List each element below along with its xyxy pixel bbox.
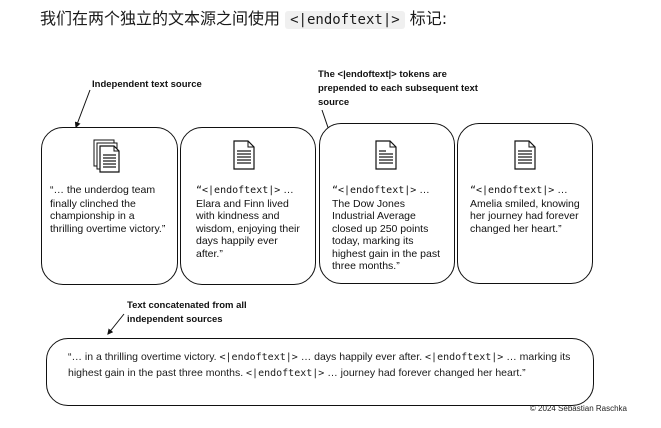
combined-part-3: … marking its highest gain in the past t… [68,351,571,379]
document-icon [375,140,397,170]
annotation-concatenated: Text concatenated from all independent s… [127,300,247,325]
source-text-1: “… the underdog team finally clinched th… [50,184,168,235]
arrow-independent-source [74,89,91,129]
source-text-2: “<|endoftext|> … Elara and Finn lived wi… [196,184,306,260]
source-token-4: “<|endoftext|> [470,185,555,196]
combined-token-1: <|endoftext|> [219,352,298,363]
source-text-3: “<|endoftext|> … The Dow Jones Industria… [332,184,448,273]
source-token-2: “<|endoftext|> [196,185,281,196]
endoftext-token-code: <|endoftext|> [285,11,405,29]
heading-prefix: 我们在两个独立的文本源之间使用 [40,9,281,28]
document-icon [514,140,536,170]
source-token-3: “<|endoftext|> [332,185,417,196]
combined-token-2: <|endoftext|> [425,352,504,363]
source-body-4: … Amelia smiled, knowing her journey had… [470,184,580,235]
source-box-2 [180,127,316,285]
source-body-3: … The Dow Jones Industrial Average close… [332,184,440,272]
combined-part-4: … journey had forever changed her heart.… [324,366,526,379]
combined-text: “… in a thrilling overtime victory. <|en… [68,350,578,381]
arrow-concatenated [107,313,125,335]
document-icon [233,140,255,170]
annotation-prepended-tokens: The <|endoftext|> tokens are prepended t… [318,69,478,108]
copyright-notice: © 2024 Sebastian Raschka [529,404,627,413]
document-stack-icon [93,139,120,173]
combined-part-1: “… in a thrilling overtime victory. [68,351,220,363]
combined-text-box [46,338,594,406]
combined-token-3: <|endoftext|> [246,367,325,379]
annotation-independent-source: Independent text source [92,79,202,90]
combined-part-2: … days happily ever after. [297,351,426,363]
section-heading: 我们在两个独立的文本源之间使用 <|endoftext|> 标记: [40,8,447,31]
source-body-2: … Elara and Finn lived with kindness and… [196,184,300,260]
heading-suffix: 标记: [409,9,448,28]
source-box-4 [457,123,593,284]
source-text-4: “<|endoftext|> … Amelia smiled, knowing … [470,184,586,235]
source-body-1: “… the underdog team finally clinched th… [50,184,166,235]
